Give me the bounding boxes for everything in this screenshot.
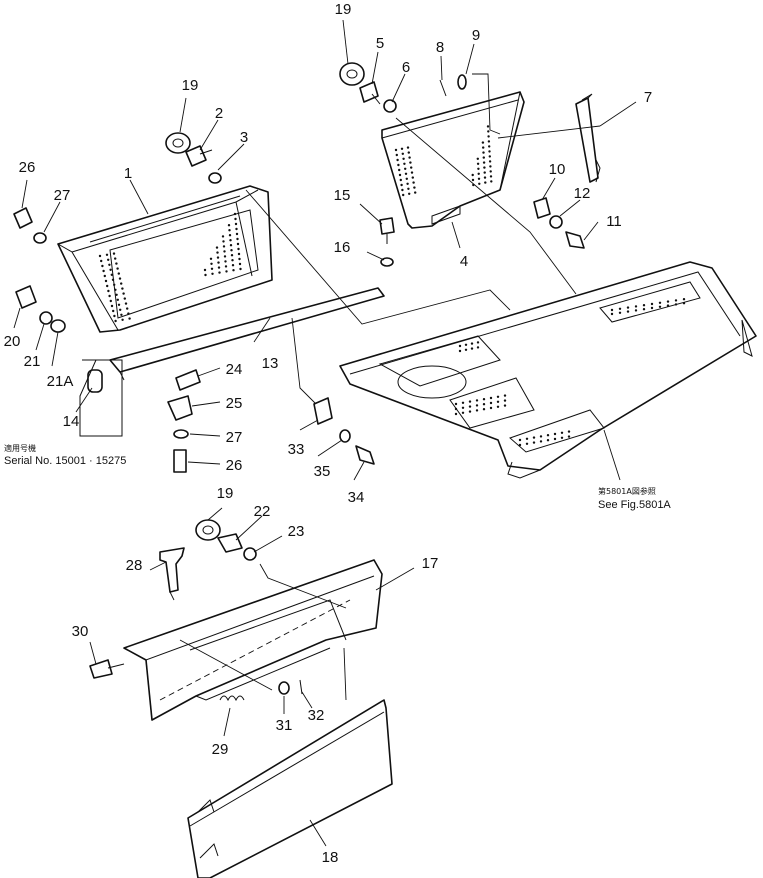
label-16: 16 — [334, 239, 351, 256]
label-23: 23 — [288, 523, 305, 540]
plate-18 — [187, 699, 393, 878]
label-12: 12 — [574, 185, 591, 202]
label-20: 20 — [4, 333, 21, 350]
label-28: 28 — [126, 557, 143, 574]
serial-note: Serial No. 15001 · 15275 — [4, 455, 126, 467]
label-33: 33 — [288, 441, 305, 458]
label-27: 27 — [54, 187, 71, 204]
label-10: 10 — [549, 161, 566, 178]
part-labels: 19 5 6 8 9 7 10 12 11 4 15 16 19 2 3 1 2… — [4, 1, 653, 866]
label-14: 14 — [63, 413, 80, 430]
label-17: 17 — [422, 555, 439, 572]
label-1: 1 — [124, 165, 132, 182]
label-29: 29 — [212, 741, 229, 758]
hardware — [13, 62, 585, 702]
handle-7 — [575, 93, 601, 183]
serial-note-jp: 適用号機 — [4, 443, 36, 453]
label-7: 7 — [644, 89, 652, 106]
label-9: 9 — [472, 27, 480, 44]
cover-4-perforation — [394, 125, 493, 197]
notes: 適用号機 Serial No. 15001 · 15275 第5801A図参照 … — [4, 443, 671, 511]
label-19: 19 — [335, 1, 352, 18]
label-5: 5 — [376, 35, 384, 52]
cover-4 — [381, 91, 525, 229]
label-30: 30 — [72, 623, 89, 640]
label-6: 6 — [402, 59, 410, 76]
label-34: 34 — [348, 489, 365, 506]
figure-ref-jp: 第5801A図参照 — [598, 486, 656, 496]
label-3: 3 — [240, 129, 248, 146]
label-18: 18 — [322, 849, 339, 866]
leader-lines — [13, 19, 637, 847]
label-35: 35 — [314, 463, 331, 480]
label-22: 22 — [254, 503, 271, 520]
label-21A: 21A — [47, 373, 74, 390]
label-19: 19 — [182, 77, 199, 94]
cover-1 — [57, 185, 273, 333]
label-19: 19 — [217, 485, 234, 502]
label-25: 25 — [226, 395, 243, 412]
label-21: 21 — [24, 353, 41, 370]
label-27: 27 — [226, 429, 243, 446]
label-2: 2 — [215, 105, 223, 122]
base-plate-perforation — [454, 298, 686, 447]
label-4: 4 — [460, 253, 468, 270]
label-24: 24 — [226, 361, 243, 378]
base-plate — [339, 261, 757, 479]
label-26: 26 — [226, 457, 243, 474]
cover-1-perforation — [98, 212, 242, 323]
label-31: 31 — [276, 717, 293, 734]
cover-17 — [123, 559, 383, 721]
label-15: 15 — [334, 187, 351, 204]
label-8: 8 — [436, 39, 444, 56]
label-11: 11 — [606, 213, 622, 230]
label-32: 32 — [308, 707, 325, 724]
figure-ref: See Fig.5801A — [598, 499, 671, 511]
label-13: 13 — [262, 355, 279, 372]
label-26: 26 — [19, 159, 36, 176]
